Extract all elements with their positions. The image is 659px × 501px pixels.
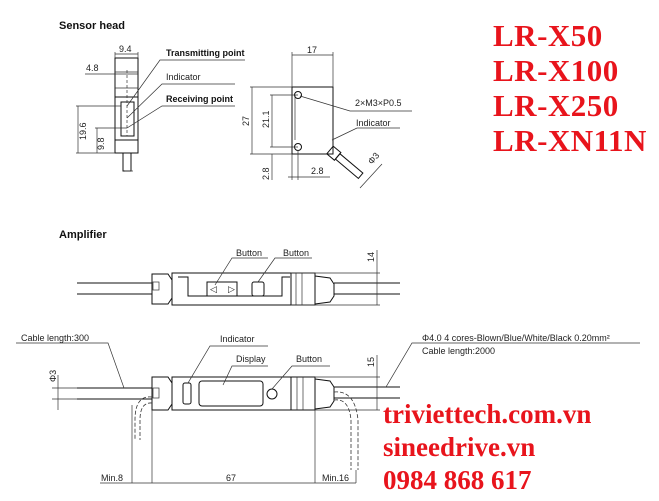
dim-min-8: Min.8 <box>101 473 123 483</box>
dim-width-17: 17 <box>307 45 317 55</box>
left-arrow-icon: ◁ <box>210 284 217 294</box>
dim-width-9-4: 9.4 <box>119 44 132 54</box>
amplifier-front-view <box>16 342 640 484</box>
label-display: Display <box>236 354 266 364</box>
dim-min-16: Min.16 <box>322 473 349 483</box>
dim-side-2-8: 2.8 <box>311 166 324 176</box>
label-indicator: Indicator <box>166 72 201 82</box>
dim-height-27: 27 <box>241 116 251 126</box>
dim-amp-height-15: 15 <box>366 357 376 367</box>
dim-hole-pitch-21-1: 21.1 <box>261 110 271 128</box>
right-arrow-icon: ▷ <box>228 284 235 294</box>
model-lr-xn11n: LR-XN11N <box>493 123 647 158</box>
amplifier-top-view: ◁ ▷ 14 <box>77 250 400 306</box>
label-cable-spec: Φ4.0 4 cores-Blown/Blue/White/Black 0.20… <box>422 333 610 343</box>
dim-bottom-2-8: 2.8 <box>261 167 271 180</box>
dim-amp-height-14: 14 <box>366 252 376 262</box>
model-lr-x50: LR-X50 <box>493 18 603 53</box>
dim-offset-4-8: 4.8 <box>86 63 99 73</box>
phone-number: 0984 868 617 <box>383 465 532 495</box>
website-sineedrive: sineedrive.vn <box>383 432 536 462</box>
website-triviettech: triviettech.com.vn <box>383 399 592 429</box>
contact-block: triviettech.com.vn sineedrive.vn 0984 86… <box>383 398 591 497</box>
label-amp-button: Button <box>296 354 322 364</box>
label-cable-length-300: Cable length:300 <box>21 333 89 343</box>
label-button-right: Button <box>283 248 309 258</box>
model-lr-x250: LR-X250 <box>493 88 619 123</box>
section-title-amplifier: Amplifier <box>59 229 107 241</box>
sensor-head-front-view: 9.4 4.8 19.6 9.8 <box>76 44 245 172</box>
label-cable-length-2000: Cable length:2000 <box>422 346 495 356</box>
label-screw-spec: 2×M3×P0.5 <box>355 98 402 108</box>
dim-cable-dia-phi3: Φ3 <box>48 370 58 382</box>
label-amp-indicator: Indicator <box>220 334 255 344</box>
label-button-left: Button <box>236 248 262 258</box>
dim-receive-9-8: 9.8 <box>96 137 106 150</box>
model-lr-x100: LR-X100 <box>493 53 619 88</box>
dim-height-19-6: 19.6 <box>78 122 88 140</box>
model-list: LR-X50 LR-X100 LR-X250 LR-XN11N <box>493 18 647 158</box>
label-transmitting-point: Transmitting point <box>166 48 245 58</box>
sensor-head-side-view: 17 27 21.1 2.8 2.8 <box>241 45 412 189</box>
label-receiving-point: Receiving point <box>166 94 233 104</box>
label-side-indicator: Indicator <box>356 118 391 128</box>
dim-length-67: 67 <box>226 473 236 483</box>
dim-cable-dia-3: Φ3 <box>366 151 381 167</box>
section-title-sensor-head: Sensor head <box>59 20 125 32</box>
